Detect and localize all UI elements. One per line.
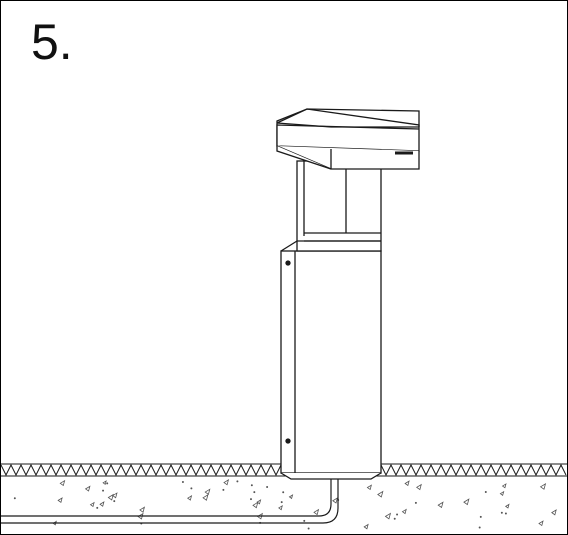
screw-icon — [285, 438, 291, 444]
lamp-head — [276, 108, 420, 170]
underground-cable — [1, 479, 339, 524]
screw-icon — [285, 260, 291, 266]
concrete-ground — [13, 479, 557, 530]
bollard-post — [280, 160, 382, 480]
step-number: 5. — [31, 14, 73, 70]
